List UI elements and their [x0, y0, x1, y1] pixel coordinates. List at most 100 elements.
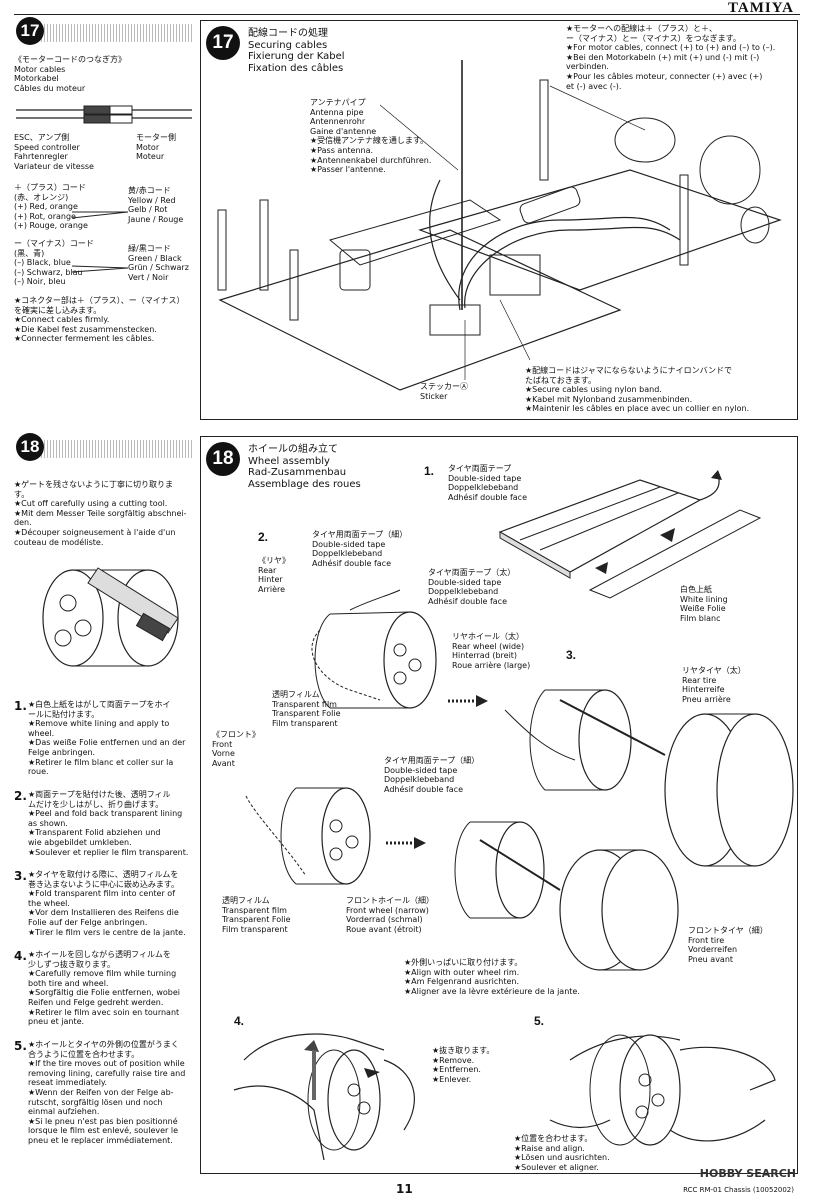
film2-jp: 透明フィルム	[222, 896, 270, 905]
step18-side-bar	[32, 440, 192, 458]
s4-line: both tire and wheel.	[28, 978, 109, 988]
step17-title: 配線コードの処理 Securing cables Fixierung der K…	[248, 28, 398, 74]
chassis-illustration	[217, 60, 782, 391]
s3-line: ★Tirer le film vers le centre de la jant…	[28, 927, 186, 937]
align-de: ★Am Felgenrand ausrichten.	[404, 977, 520, 987]
step17-side-bar	[32, 24, 192, 42]
wheel-step-1: 1.	[424, 464, 435, 478]
white-en: White lining	[680, 594, 728, 604]
motor-cables-title: 《モーターコードのつなぎ方》 Motor cables Motorkabel C…	[14, 55, 194, 93]
plus-de: (+) Rot, orange	[14, 211, 76, 221]
nylon-band-note: ★配線コードはジャマにならないようにナイロンバンドで たばねておきます。 ★Se…	[525, 366, 795, 414]
wheel-step-2: 2.	[258, 530, 269, 544]
esc-jp: ESC、アンプ側	[14, 133, 70, 142]
step18-title-de: Rad-Zusammenbau	[248, 467, 347, 478]
minus-cable-label: ー（マイナス）コード (黒、青) (–) Black, blue (–) Sch…	[14, 239, 124, 287]
antenna-de: Antennenrohr	[310, 117, 366, 127]
plus-en: (+) Red, orange	[14, 202, 78, 212]
front-wheel-label: フロントホイール（細） Front wheel (narrow) Vorderr…	[346, 896, 456, 934]
s2-line: as shown.	[28, 818, 68, 828]
step17-title-jp: 配線コードの処理	[248, 28, 328, 39]
rear-tire-de: Hinterreife	[682, 685, 725, 695]
tape1-jp: タイヤ両面テープ	[448, 464, 512, 473]
step3-num: 3.	[14, 869, 27, 883]
gb-fr: Vert / Noir	[128, 272, 169, 282]
s3-line: ★Fold transparent film into center of	[28, 889, 176, 899]
remove-note: ★抜き取ります。 ★Remove. ★Entfernen. ★Enlever.	[432, 1046, 522, 1084]
motor-note-fr1: ★Pour les câbles moteur, connecter (+) a…	[566, 71, 763, 81]
motor-cables-title-jp: 《モーターコードのつなぎ方》	[14, 55, 126, 64]
antenna-note-fr: ★Passer l'antenne.	[310, 165, 386, 175]
film-label-front: 透明フィルム Transparent film Transparent Foli…	[222, 896, 332, 934]
step17-number: 17	[206, 26, 240, 60]
step18-side-header: 18	[14, 433, 192, 462]
header-rule	[14, 14, 800, 15]
s5-line: ★If the tire moves out of position while	[28, 1059, 185, 1069]
tape1-de: Doppelklebeband	[448, 483, 519, 493]
cut-fr1: ★Découper soigneusement à l'aide d'un	[14, 527, 176, 537]
rear-fr: Arrière	[258, 584, 286, 594]
tape2-en: Double-sided tape	[312, 539, 386, 549]
secure-en: ★Secure cables using nylon band.	[525, 385, 662, 395]
s5-line: ★Si le pneu n'est pas bien positionné	[28, 1116, 178, 1126]
brand-logo: TAMIYA	[727, 0, 794, 16]
front-tire-jp: フロントタイヤ（細）	[688, 926, 768, 935]
step18-sidebar-2: 2. ★両面テープを貼付けた後、透明フィル ムだけを少しはがし、折り曲げます。 …	[14, 789, 196, 857]
step18-title-fr: Assemblage des roues	[248, 478, 361, 490]
tape-wide-label: タイヤ両面テープ（太） Double-sided tape Doppelkleb…	[428, 568, 578, 606]
s4-line: ★Retirer le film avec soin en tournant	[28, 1007, 180, 1017]
motor-jp: モーター側	[136, 133, 176, 142]
sticker-mark: Ⓐ	[460, 382, 468, 391]
note-fr: ★Connecter fermement les câbles.	[14, 334, 155, 344]
front-wheel-jp: フロントホイール（細）	[346, 896, 434, 905]
front-jp: 《フロント》	[212, 730, 260, 739]
motor-cables-title-de: Motorkabel	[14, 74, 59, 84]
motor-cables-title-fr: Câbles du moteur	[14, 83, 86, 93]
rear-label: 《リヤ》 Rear Hinter Arrière	[258, 556, 318, 594]
plus-fr: (+) Rouge, orange	[14, 221, 88, 231]
step17-side-header: 17	[14, 17, 192, 46]
cut-carefully-note: ★ゲートを残さないように丁寧に切り取りま す。 ★Cut off careful…	[14, 480, 196, 547]
step18-sidebar-5: 5. ★ホイールとタイヤの外側の位置がうまく 合うように位置を合わせます。 ★I…	[14, 1039, 196, 1146]
s1-line: ★Das weiße Folie entfernen und an der	[28, 738, 186, 748]
cut-jp2: す。	[14, 489, 30, 499]
motor-note-jp1: ★モーターへの配線は＋（プラス）と＋、	[566, 24, 718, 33]
connect-firmly-note: ★コネクター部は＋（プラス）、ー（マイナス） を確実に差し込みます。 ★Conn…	[14, 296, 199, 344]
step5-num: 5.	[14, 1039, 27, 1053]
esc-side-label: ESC、アンプ側 Speed controller Fahrtenregler …	[14, 133, 114, 171]
film-label-rear: 透明フィルム Transparent film Transparent Foli…	[272, 690, 382, 728]
minus-jp2: (黒、青)	[14, 248, 45, 258]
s1-line: ★Remove white lining and apply to	[28, 719, 170, 729]
s4-line: Reifen und Felge gedreht werden.	[28, 997, 164, 1007]
front-wheel-de: Vorderrad (schmal)	[346, 915, 423, 925]
motor-de: Moteur	[136, 152, 165, 162]
s2-line: ムだけを少しはがし、折り曲げます。	[28, 799, 164, 809]
s5-line: einmal aufziehen.	[28, 1107, 100, 1117]
green-black-label: 緑/黒コード Green / Black Grün / Schwarz Vert…	[128, 244, 198, 282]
yr-fr: Jaune / Rouge	[128, 214, 184, 224]
motor-note-de2: verbinden.	[566, 62, 609, 72]
yr-jp: 黄/赤コード	[128, 186, 171, 195]
film1-de: Transparent Folie	[272, 709, 341, 719]
rear-wheel-jp: リヤホイール（太）	[452, 632, 524, 641]
minus-de: (–) Schwarz, blau	[14, 267, 83, 277]
s5-line: rutscht, sorgfältig lösen und noch	[28, 1097, 163, 1107]
step1-num: 1.	[14, 699, 27, 713]
film1-fr: Film transparent	[272, 718, 338, 728]
front-label: 《フロント》 Front Vorne Avant	[212, 730, 272, 768]
s1-line: wheel.	[28, 728, 55, 738]
s5-line: pneu et le replacer immédiatement.	[28, 1135, 173, 1145]
rear-en: Rear	[258, 565, 277, 575]
front-wheel-en: Front wheel (narrow)	[346, 905, 429, 915]
plus-cable-label: ＋（プラス）コード (赤、オレンジ) (+) Red, orange (+) R…	[14, 183, 124, 231]
raise-align-note: ★位置を合わせます。 ★Raise and align. ★Lösen und …	[514, 1134, 624, 1172]
rear-wheel-tape-illustration	[311, 589, 437, 709]
s5-line: removing lining, carefully raise tire an…	[28, 1068, 186, 1078]
antenna-note-de: ★Antennenkabel durchführen.	[310, 155, 432, 165]
align-en: ★Align with outer wheel rim.	[404, 967, 520, 977]
tape1-fr: Adhésif double face	[448, 492, 527, 502]
s4-line: ★Carefully remove film while turning	[28, 969, 177, 979]
cut-jp1: ★ゲートを残さないように丁寧に切り取りま	[14, 480, 174, 489]
tape-label-1: タイヤ両面テープ Double-sided tape Doppelklebeba…	[448, 464, 598, 502]
yellow-red-label: 黄/赤コード Yellow / Red Gelb / Rot Jaune / R…	[128, 186, 198, 224]
